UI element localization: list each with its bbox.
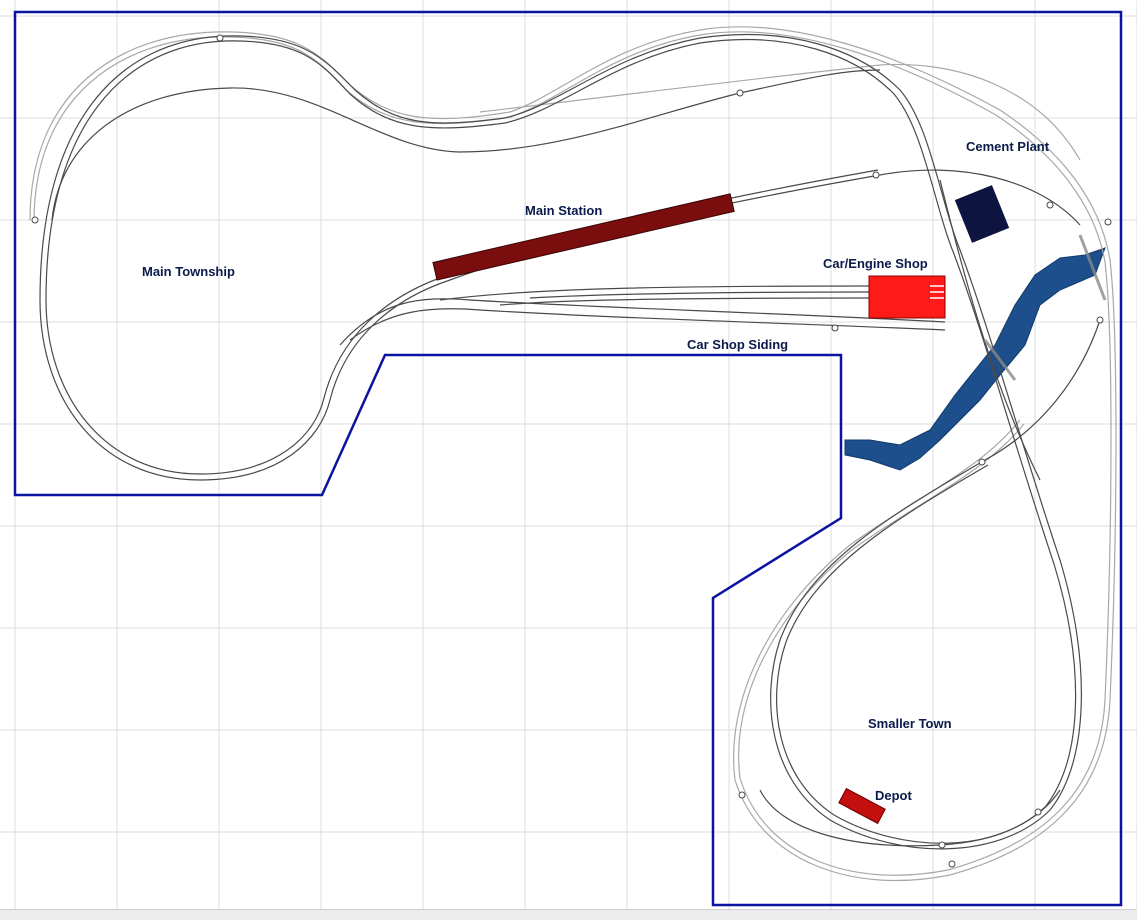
outer-loop-tracks	[29, 26, 1117, 882]
label-car-engine-shop: Car/Engine Shop	[823, 256, 928, 271]
benchwork-outline	[13, 10, 1123, 907]
horizontal-scrollbar[interactable]	[0, 909, 1137, 920]
label-smaller-town: Smaller Town	[868, 716, 952, 731]
cement-plant-building	[954, 185, 1010, 243]
label-main-station: Main Station	[525, 203, 603, 218]
river	[844, 247, 1106, 471]
label-main-township: Main Township	[142, 264, 235, 279]
bridges	[983, 234, 1107, 381]
label-car-shop-siding: Car Shop Siding	[687, 337, 789, 352]
depot-building	[838, 787, 886, 825]
label-cement-plant: Cement Plant	[966, 139, 1050, 154]
main-loop-tracks	[39, 33, 1101, 850]
main-station-platform	[432, 193, 735, 281]
turnout-markers	[31, 34, 1112, 868]
label-depot: Depot	[875, 788, 912, 803]
car-engine-shop	[868, 275, 946, 319]
shop-track-ends	[930, 285, 944, 299]
